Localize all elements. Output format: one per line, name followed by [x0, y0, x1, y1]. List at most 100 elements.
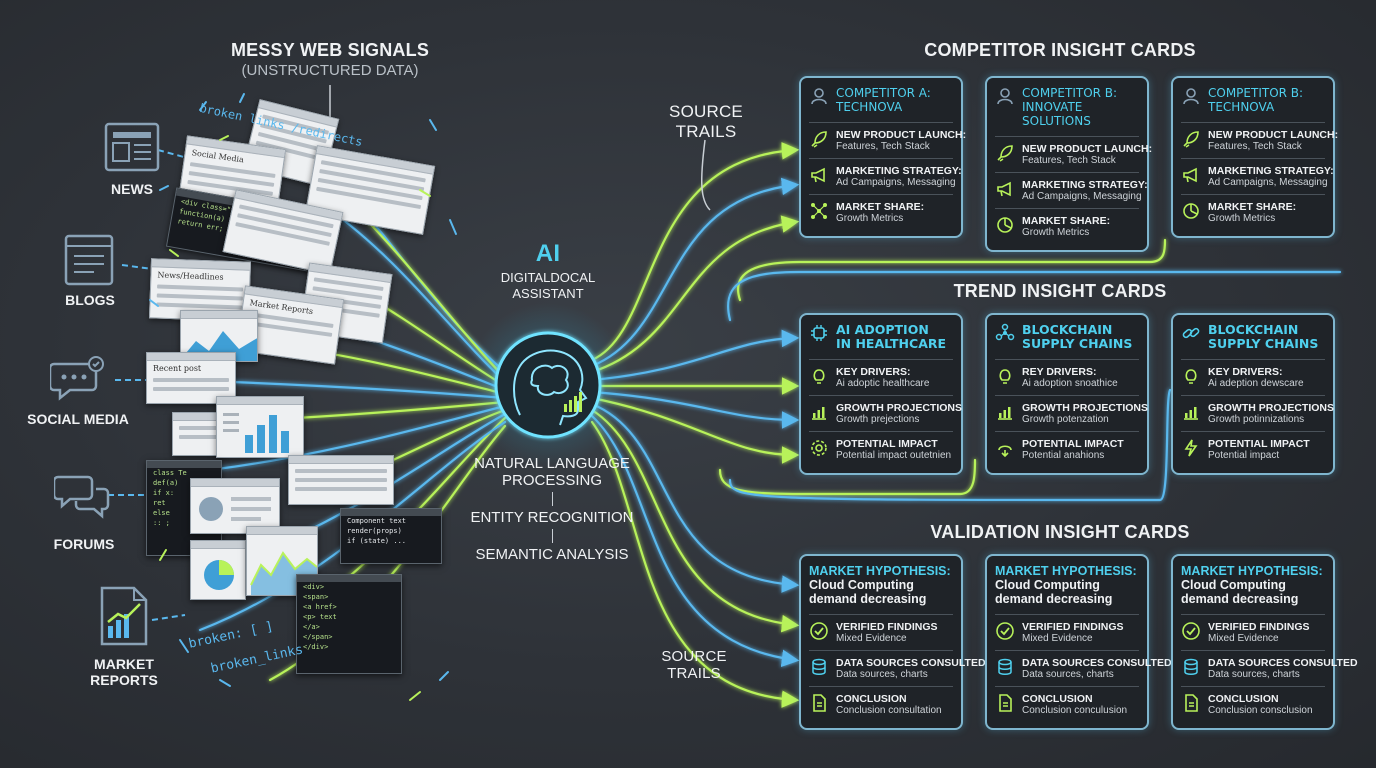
chat-bubble-check-icon: [50, 354, 106, 404]
card-title-line-2: Cloud Computing: [809, 578, 914, 592]
step-entity-recognition: ENTITY RECOGNITION: [470, 509, 634, 526]
row-value: Growth Metrics: [836, 213, 904, 224]
bar-chart-window: [216, 396, 304, 458]
row-value: Mixed Evidence: [836, 633, 907, 644]
row-value: Ai adeption dewscare: [1208, 378, 1304, 389]
trend-section-title: TREND INSIGHT CARDS: [953, 281, 1167, 301]
document-icon: [1185, 694, 1198, 712]
gear-icon: [811, 440, 827, 456]
row-value: Features, Tech Stack: [836, 141, 930, 152]
card-title-line-1: COMPETITOR B:: [1208, 86, 1304, 100]
brain-chip-icon: [811, 325, 827, 341]
row-value: Features, Tech Stack: [1208, 141, 1302, 152]
row-value: Potential impact outetnien: [836, 450, 952, 461]
growth-chart-icon: [998, 407, 1012, 420]
card-title-line-1: MARKET HYPOTHESIS:: [809, 564, 951, 578]
left-subtitle: (UNSTRUCTURED DATA): [241, 62, 419, 79]
row-value: Growth potinnizations: [1208, 414, 1305, 425]
row-value: Growth Metrics: [1022, 227, 1090, 238]
row-value: Mixed Evidence: [1022, 633, 1093, 644]
source-label-news: NEWS: [111, 181, 153, 197]
pie-chart-icon: [1183, 203, 1199, 219]
recent-post-window: Recent post: [146, 352, 236, 404]
nodes-icon: [995, 323, 1015, 341]
megaphone-icon: [997, 181, 1011, 197]
row-value: Growth prejections: [836, 414, 920, 425]
row-key: MARKET SHARE:: [836, 201, 925, 213]
row-value: Ai adoptic healthcare: [836, 378, 930, 389]
recent-post-label: Recent post: [153, 364, 202, 373]
card-title-line-2: SUPPLY CHAINS: [1208, 336, 1319, 351]
row-value: Data sources, charts: [1022, 669, 1114, 680]
row-value: Potential anahions: [1022, 450, 1105, 461]
row-key: NEW PRODUCT LAUNCH:: [1208, 129, 1339, 141]
row-key: GROWTH PROJECTIONS: [1022, 402, 1149, 414]
pie-chart-window: [190, 540, 246, 600]
impact-icon: [998, 445, 1012, 458]
person-icon: [811, 88, 827, 105]
row-key: GROWTH PROJECTIONS: [836, 402, 963, 414]
row-key: DATA SOURCES CONSULTED: [1208, 657, 1358, 669]
processing-steps: NATURAL LANGUAGE PROCESSING ENTITY RECOG…: [462, 455, 642, 563]
report-chart-icon: [98, 586, 152, 648]
ai-title: AI: [535, 240, 561, 267]
card-title-line-1: COMPETITOR B:: [1022, 86, 1118, 100]
card-title-line-2: Cloud Computing: [995, 578, 1100, 592]
collage-code-window: <div> <span> <a href> <p> text </a> </sp…: [296, 574, 402, 674]
row-key: POTENTIAL IMPACT: [836, 438, 938, 450]
row-key: CONCLUSION: [836, 693, 907, 705]
lightbulb-icon: [813, 369, 825, 384]
person-icon: [1183, 88, 1199, 105]
competitor-card[interactable]: COMPETITOR B:TECHNOVA NEW PRODUCT LAUNCH…: [1171, 76, 1339, 238]
card-title-line-3: demand decreasing: [809, 592, 927, 606]
row-key: VERIFIED FINDINGS: [836, 621, 938, 633]
source-trails-bottom: SOURCE TRAILS: [644, 648, 744, 682]
source-label-forums: FORUMS: [53, 536, 115, 552]
left-title: MESSY WEB SIGNALS: [230, 40, 430, 60]
row-key: REY DRIVERS:: [1022, 366, 1097, 378]
growth-chart-icon: [812, 407, 826, 420]
row-key: KEY DRIVERS:: [836, 366, 911, 378]
forum-bubbles-icon: [54, 473, 110, 525]
row-key: MARKET SHARE:: [1208, 201, 1297, 213]
profile-window: [190, 478, 280, 534]
source-trails-top-line-1: SOURCE: [669, 102, 743, 121]
step-separator: [551, 492, 553, 506]
chain-link-icon: [1182, 327, 1200, 339]
validation-section-title: VALIDATION INSIGHT CARDS: [930, 522, 1190, 542]
rocket-icon: [997, 145, 1013, 162]
row-value: Features, Tech Stack: [1022, 155, 1116, 166]
lightbulb-icon: [1185, 369, 1197, 384]
outgoing-flows: [590, 142, 1342, 708]
card-title-line-2: IN HEALTHCARE: [836, 336, 947, 351]
source-trails-top: SOURCE TRAILS: [656, 102, 756, 142]
ai-hub: [466, 303, 630, 467]
card-title-line-1: MARKET HYPOTHESIS:: [1181, 564, 1323, 578]
newspaper-icon: [104, 122, 160, 172]
ai-subtitle: DIGITALDOCAL ASSISTANT: [478, 270, 618, 302]
source-trails-top-line-2: TRAILS: [675, 122, 737, 141]
ai-subtitle-line-2: ASSISTANT: [512, 286, 584, 301]
lightning-icon: [1184, 439, 1198, 457]
growth-chart-icon: [1184, 407, 1198, 420]
step-nlp-line-1: NATURAL LANGUAGE: [474, 455, 630, 472]
database-icon: [812, 658, 826, 675]
row-value: Conclusion consultation: [836, 705, 942, 716]
card-title-line-2: TECHNOVA: [1208, 100, 1275, 114]
competitor-card[interactable]: COMPETITOR B:INNOVATE SOLUTIONS NEW PROD…: [985, 76, 1152, 252]
row-key: MARKETING STRATEGY:: [1022, 179, 1148, 191]
row-key: MARKETING STRATEGY:: [836, 165, 962, 177]
card-title-line-2: SUPPLY CHAINS: [1022, 336, 1133, 351]
row-key: CONCLUSION: [1022, 693, 1093, 705]
database-icon: [998, 658, 1012, 675]
row-value: Potential impact: [1208, 450, 1280, 461]
row-key: POTENTIAL IMPACT: [1022, 438, 1124, 450]
competitor-card[interactable]: COMPETITOR A:TECHNOVA NEW PRODUCT LAUNCH…: [799, 76, 966, 238]
